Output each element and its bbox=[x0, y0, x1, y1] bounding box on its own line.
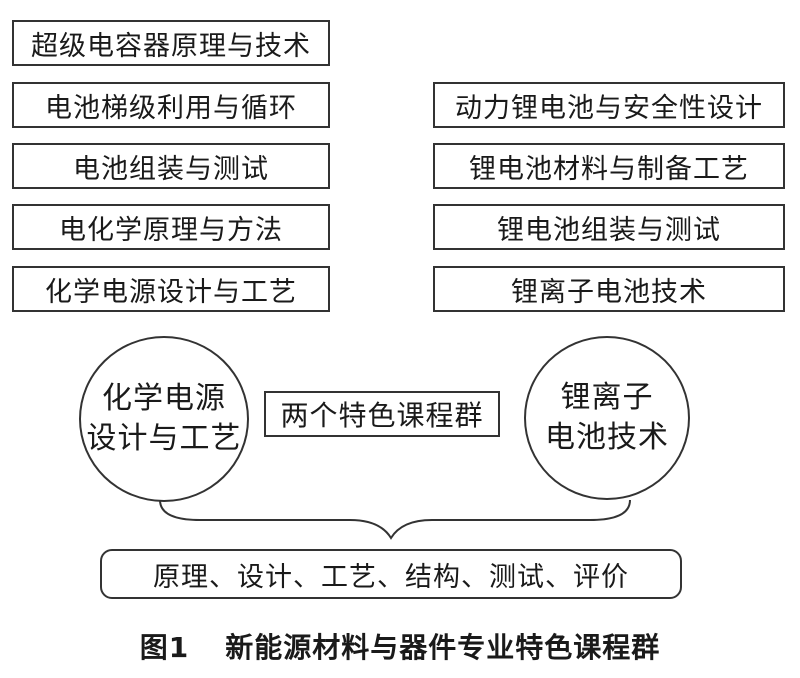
left-circle-line1: 化学电源 bbox=[102, 381, 226, 416]
left-circle-line2: 设计与工艺 bbox=[86, 421, 242, 456]
curly-brace-path bbox=[159, 499, 631, 540]
right-box-2: 锂电池材料与制备工艺 bbox=[433, 143, 785, 189]
center-label-box: 两个特色课程群 bbox=[264, 391, 500, 437]
right-circle-line1: 锂离子 bbox=[560, 380, 654, 415]
left-box-1: 超级电容器原理与技术 bbox=[12, 20, 330, 66]
left-circle: 化学电源 设计与工艺 bbox=[79, 336, 249, 502]
figure-number: 图1 bbox=[139, 631, 190, 664]
figure-caption: 图1 新能源材料与器件专业特色课程群 bbox=[0, 626, 800, 666]
right-circle-line2: 电池技术 bbox=[545, 420, 669, 455]
figure-title: 新能源材料与器件专业特色课程群 bbox=[225, 631, 661, 664]
left-box-5: 化学电源设计与工艺 bbox=[12, 266, 330, 312]
right-circle: 锂离子 电池技术 bbox=[524, 336, 690, 500]
bottom-summary-box: 原理、设计、工艺、结构、测试、评价 bbox=[100, 549, 682, 599]
left-box-3: 电池组装与测试 bbox=[12, 143, 330, 189]
left-box-2: 电池梯级利用与循环 bbox=[12, 82, 330, 128]
right-box-4: 锂离子电池技术 bbox=[433, 266, 785, 312]
left-box-4: 电化学原理与方法 bbox=[12, 204, 330, 250]
right-box-3: 锂电池组装与测试 bbox=[433, 204, 785, 250]
right-box-1: 动力锂电池与安全性设计 bbox=[433, 82, 785, 128]
